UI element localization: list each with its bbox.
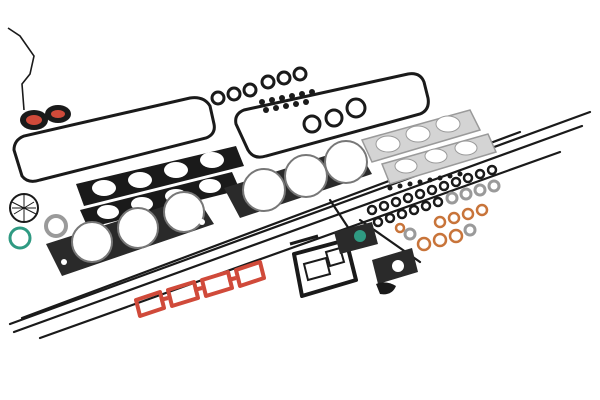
small-seals-metal <box>403 179 501 241</box>
head-gasket-right <box>224 140 372 218</box>
valve-cover-gasket-left <box>12 96 216 183</box>
intake-gasket-left-upper <box>76 146 244 206</box>
exhaust-gasket-lower <box>380 133 498 185</box>
throttle-body-gasket <box>289 234 358 298</box>
cam-seals-top-left <box>20 105 71 130</box>
valve-cover-gasket-right <box>234 72 430 159</box>
mesh-filter <box>9 193 39 223</box>
spark-plug-seals <box>302 97 367 134</box>
small-seals-dark-grid <box>387 171 463 191</box>
head-gasket-left <box>46 191 214 276</box>
exhaust-gasket-upper <box>360 109 482 163</box>
o-ring-row-top <box>210 66 308 106</box>
top-left-wire-gasket <box>7 27 35 111</box>
intake-plenum-gasket-red <box>134 260 266 318</box>
small-seals-black <box>366 164 498 228</box>
bracket-gaskets-right <box>334 222 418 295</box>
metal-ring-seals-left <box>8 214 68 250</box>
small-seals-copper <box>394 203 489 252</box>
small-seal-grid-top <box>259 89 315 113</box>
